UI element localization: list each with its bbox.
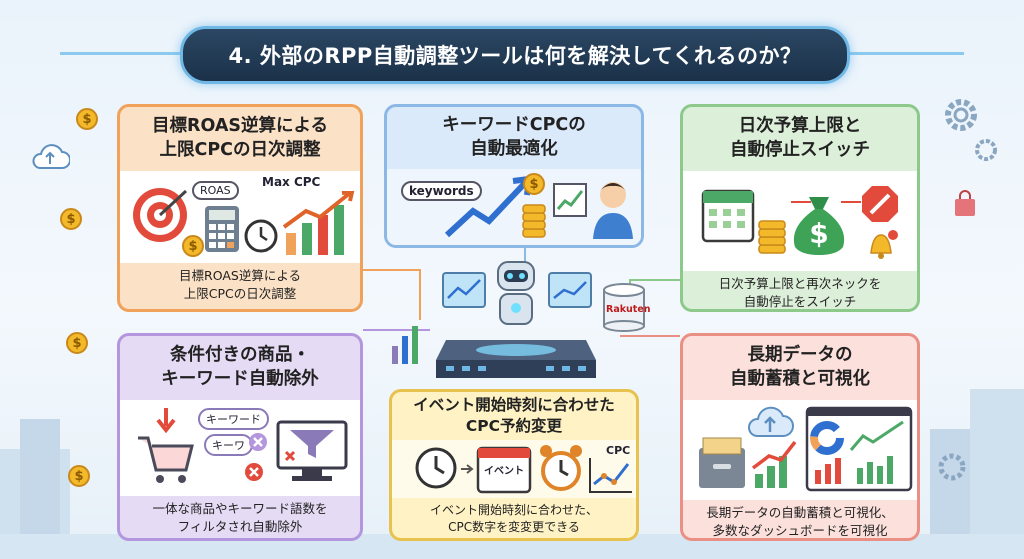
coin-stack-icon	[522, 204, 546, 238]
card-illustration: イベント CPC	[392, 440, 636, 498]
bar-chart-icon	[282, 191, 355, 255]
arrow-right-icon	[461, 464, 474, 474]
robot-icon	[497, 261, 535, 325]
max-cpc-label: Max CPC	[262, 175, 321, 189]
dollar-coin-icon: $	[68, 465, 90, 487]
card-heading: 目標ROAS逆算による 上限CPCの日次調整	[151, 116, 328, 160]
card-illustration	[683, 400, 917, 500]
cloud-upload-icon	[748, 406, 794, 437]
shopping-cart-icon	[138, 436, 194, 483]
svg-text:$: $	[809, 217, 828, 250]
card-heading: イベント開始時刻に合わせた CPC予約変更	[413, 396, 615, 435]
card-keyword-cpc: キーワードCPCの 自動最適化 keywords $	[384, 104, 644, 248]
bell-alert-icon	[870, 230, 898, 259]
gear-icon	[938, 453, 966, 481]
title-deco-right	[844, 52, 964, 55]
shopping-bag-icon	[955, 190, 975, 216]
person-avatar-icon	[593, 182, 633, 239]
card-roas-cpc: 目標ROAS逆算による 上限CPCの日次調整 ROAS Max CPC	[117, 104, 363, 312]
card-illustration: $	[683, 171, 917, 271]
gear-icon	[945, 99, 977, 131]
server-platform-icon	[436, 340, 596, 378]
card-longterm-data: 長期データの 自動蓄積と可視化 長期データの自動蓄積と可視化、 多数なダッシュボ	[680, 333, 920, 541]
line-chart-icon	[553, 183, 587, 217]
dollar-coin-icon: $	[66, 332, 88, 354]
dashboard-icon	[805, 406, 913, 492]
roas-tag: ROAS	[192, 181, 239, 200]
trend-arrow-icon	[444, 175, 533, 238]
dollar-coin-icon: $	[60, 208, 82, 230]
keywords-tag: keywords	[401, 181, 482, 201]
clock-icon	[244, 219, 278, 253]
dollar-coin-icon: $	[523, 173, 545, 195]
cpc-label: CPC	[606, 444, 631, 457]
card-description: 長期データの自動蓄積と可視化、 多数なダッシュボードを可視化	[706, 505, 894, 539]
card-description: 日次予算上限と再次ネックを 自動停止をスイッチ	[718, 276, 882, 310]
card-illustration: keywords $	[387, 169, 641, 245]
dollar-coin-icon: $	[76, 108, 98, 130]
card-illustration: キーワード キーワ	[120, 400, 360, 496]
exclude-x-icon	[245, 463, 263, 481]
cpc-trend-icon	[589, 458, 632, 493]
exclude-x-icon	[249, 433, 267, 451]
event-tag: イベント	[484, 466, 524, 477]
monitor-panel-icon	[548, 272, 592, 308]
clock-icon	[415, 447, 457, 489]
calendar-icon	[701, 189, 755, 243]
card-daily-budget: 日次予算上限と 自動停止スイッチ $	[680, 104, 920, 312]
monitor-filter-icon	[276, 420, 348, 481]
monitor-panel-icon	[442, 272, 486, 308]
title-banner: 4. 外部のRPP自動調整ツールは何を解決してくれるのか？	[180, 26, 850, 84]
gear-icon	[975, 139, 997, 161]
card-auto-exclude: 条件付きの商品・ キーワード自動除外 キーワード キーワ 一体な商品やキーワード…	[117, 333, 363, 541]
file-cabinet-icon	[699, 437, 745, 488]
card-heading: 条件付きの商品・ キーワード自動除外	[161, 345, 319, 389]
target-icon	[133, 188, 188, 242]
keyword-tag: キーワード	[198, 408, 269, 430]
rakuten-label: Rakuten	[606, 304, 651, 315]
card-illustration: ROAS Max CPC $	[120, 171, 360, 263]
event-calendar-icon	[476, 446, 532, 494]
database-icon	[603, 283, 645, 332]
keyword-tag: キーワ	[204, 434, 253, 456]
card-heading: 長期データの 自動蓄積と可視化	[730, 345, 870, 389]
stop-sign-icon	[862, 186, 898, 222]
down-arrow-icon	[156, 408, 176, 434]
card-description: イベント開始時刻に合わせた、 CPC数字を変変更できる	[429, 503, 598, 535]
title-deco-left	[60, 52, 180, 55]
growth-chart-icon	[751, 440, 797, 488]
coin-stack-icon	[758, 220, 786, 254]
flow-line-icon	[791, 201, 861, 203]
center-hub: Rakuten	[380, 252, 651, 388]
cloud-upload-icon	[32, 144, 70, 169]
card-heading: キーワードCPCの 自動最適化	[442, 115, 586, 159]
bar-chart-icon	[392, 326, 418, 364]
money-bag-icon: $	[793, 197, 845, 255]
calculator-icon	[205, 206, 239, 252]
card-description: 一体な商品やキーワード語数を フィルタされ自動除外	[152, 501, 328, 535]
card-event-schedule: イベント開始時刻に合わせた CPC予約変更 イベント CPC イベント開始時刻に…	[389, 389, 639, 541]
page-title: 4. 外部のRPP自動調整ツールは何を解決してくれるのか？	[228, 44, 802, 68]
dollar-coin-icon: $	[182, 235, 204, 257]
card-description: 目標ROAS逆算による 上限CPCの日次調整	[179, 268, 301, 302]
card-heading: 日次予算上限と 自動停止スイッチ	[730, 116, 870, 160]
alarm-clock-icon	[540, 445, 582, 491]
